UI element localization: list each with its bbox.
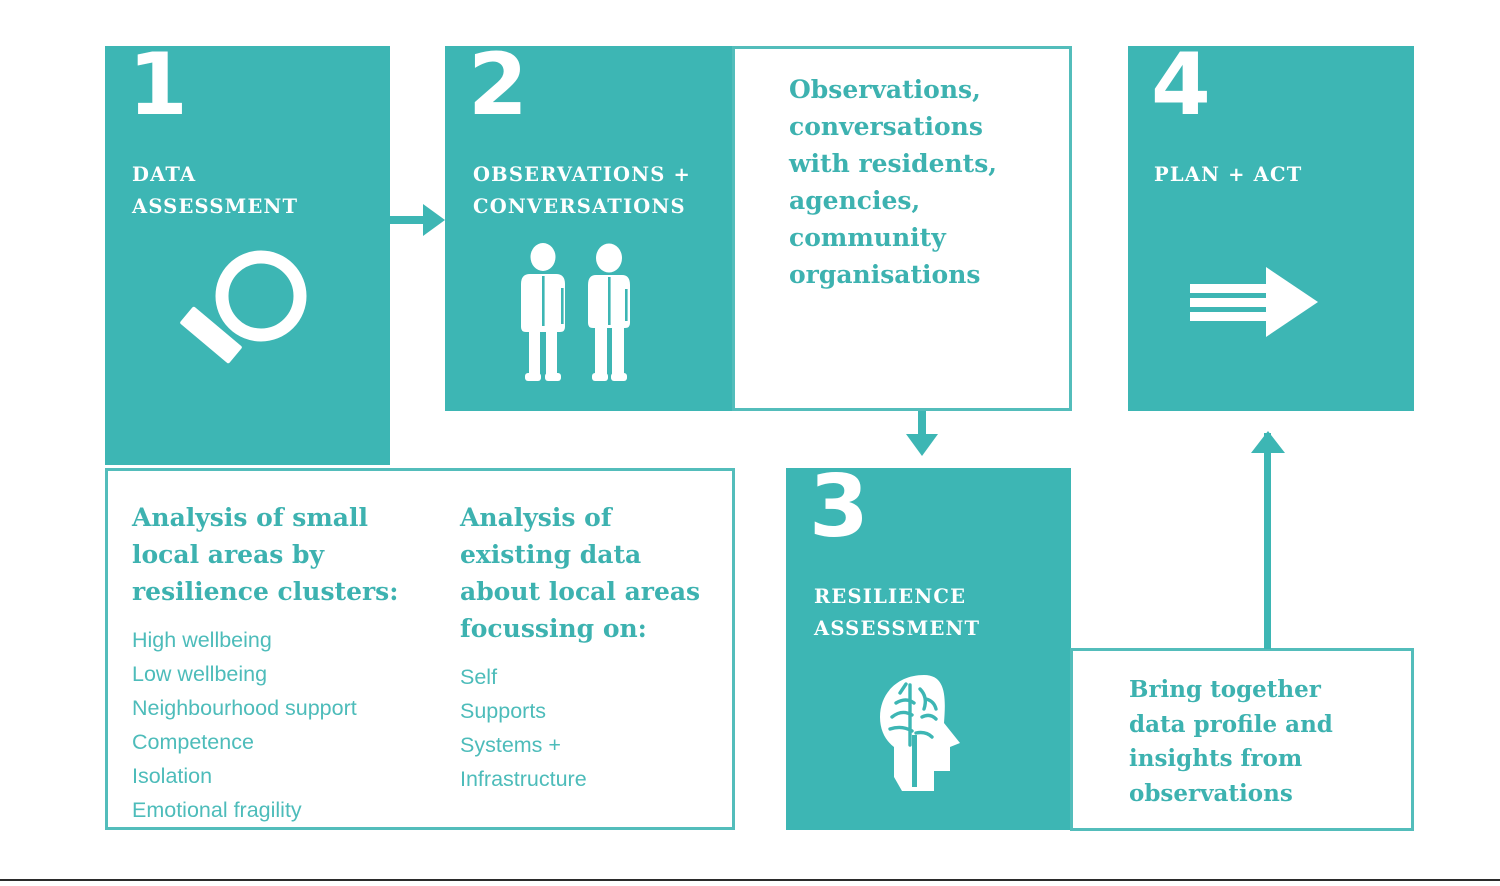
step-1-title-line-1: DATA bbox=[132, 163, 197, 186]
step-2-number: 2 bbox=[468, 35, 528, 135]
list-item: Infrastructure bbox=[460, 766, 587, 791]
list-item: Neighbourhood support bbox=[132, 695, 357, 720]
analysis-existing-heading: Analysis of existing data about local ar… bbox=[460, 503, 701, 643]
list-item: Self bbox=[460, 665, 498, 689]
step-1-number: 1 bbox=[128, 35, 188, 135]
step-3-title-line-1: RESILIENCE bbox=[814, 585, 967, 608]
two-people-icon bbox=[517, 243, 647, 388]
fast-forward-arrow-icon bbox=[1188, 261, 1328, 341]
step-4-title: PLAN + ACT bbox=[1154, 159, 1302, 191]
list-item: Emotional fragility bbox=[132, 797, 302, 822]
observations-panel: Observations, conversations with residen… bbox=[732, 46, 1072, 411]
analysis-clusters-list: High wellbeing Low wellbeing Neighbourho… bbox=[132, 624, 422, 828]
step-2-title: OBSERVATIONS + CONVERSATIONS bbox=[473, 159, 691, 223]
step-3-number: 3 bbox=[809, 457, 869, 557]
step-4-card: 4 PLAN + ACT bbox=[1128, 35, 1414, 411]
analysis-panel: Analysis of small local areas by resilie… bbox=[105, 468, 735, 830]
analysis-existing-list: Self Supports Systems + Infrastructure bbox=[460, 661, 720, 797]
list-item: Supports bbox=[460, 698, 547, 723]
list-item: High wellbeing bbox=[132, 628, 272, 652]
bring-together-panel: Bring together data profile and insights… bbox=[1070, 648, 1414, 831]
list-item: Isolation bbox=[132, 763, 213, 788]
head-brain-icon bbox=[872, 673, 982, 798]
step-1-card: 1 DATA ASSESSMENT bbox=[105, 35, 390, 465]
magnifier-icon bbox=[163, 246, 323, 376]
analysis-clusters-heading: Analysis of small local areas by resilie… bbox=[132, 503, 399, 606]
observations-panel-text: Observations, conversations with residen… bbox=[789, 75, 997, 289]
list-item: Systems + bbox=[460, 732, 561, 757]
step-4-title-line-1: PLAN + ACT bbox=[1154, 163, 1303, 186]
step-2-title-line-2: CONVERSATIONS bbox=[473, 195, 686, 219]
step-2-title-line-1: OBSERVATIONS + bbox=[473, 163, 692, 186]
footer-rule bbox=[0, 879, 1500, 881]
step-3-card: 3 RESILIENCE ASSESSMENT bbox=[786, 457, 1071, 830]
analysis-clusters-column: Analysis of small local areas by resilie… bbox=[132, 499, 422, 828]
step-2-card: 2 OBSERVATIONS + CONVERSATIONS bbox=[445, 35, 732, 411]
analysis-existing-data-column: Analysis of existing data about local ar… bbox=[460, 499, 720, 797]
bring-together-text: Bring together data profile and insights… bbox=[1129, 676, 1333, 807]
step-1-title-line-2: ASSESSMENT bbox=[132, 195, 299, 219]
list-item: Competence bbox=[132, 729, 254, 754]
step-4-number: 4 bbox=[1151, 35, 1211, 135]
step-3-title-line-2: ASSESSMENT bbox=[814, 617, 981, 641]
list-item: Low wellbeing bbox=[132, 661, 268, 686]
step-1-title: DATA ASSESSMENT bbox=[132, 159, 298, 223]
step-3-title: RESILIENCE ASSESSMENT bbox=[814, 581, 980, 645]
